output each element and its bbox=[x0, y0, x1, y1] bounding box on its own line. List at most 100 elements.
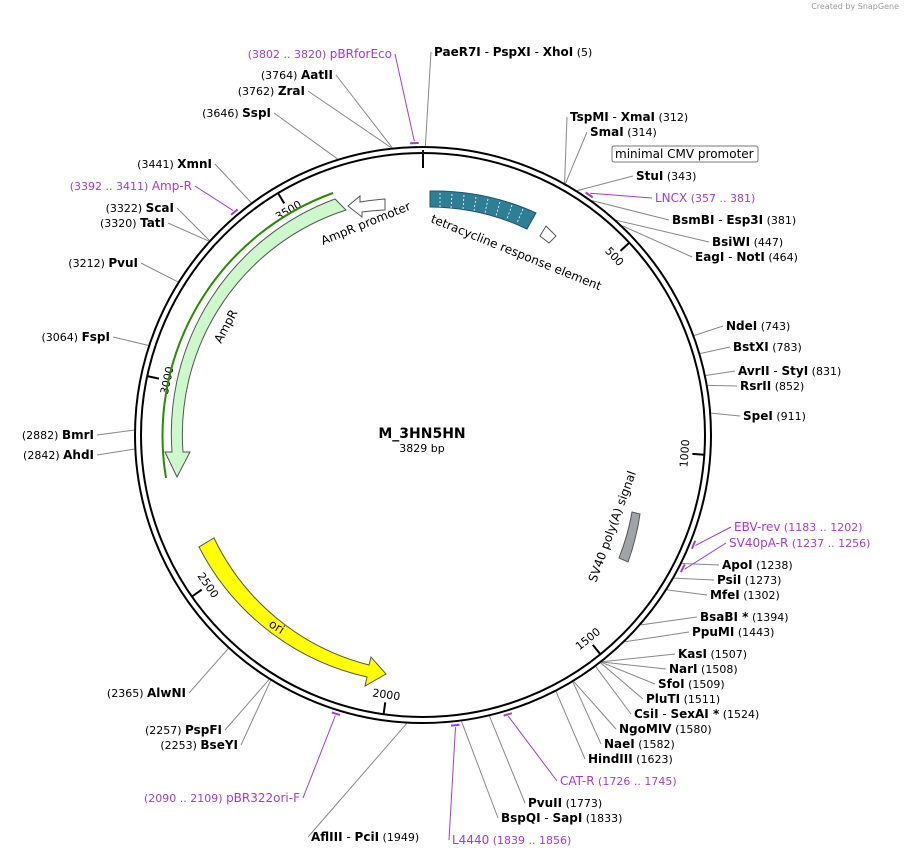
site-label[interactable]: BspQI - SapI (1833) bbox=[501, 811, 622, 825]
site-leader bbox=[595, 666, 632, 715]
primer-label[interactable]: SV40pA-R (1237 .. 1256) bbox=[729, 536, 870, 550]
primer-label[interactable]: L4440 (1839 .. 1856) bbox=[452, 833, 571, 847]
site-leader bbox=[489, 716, 526, 804]
site-label[interactable]: SfoI (1509) bbox=[658, 677, 725, 691]
site-label[interactable]: (2882) BmrI bbox=[22, 428, 94, 442]
primer-leader bbox=[394, 53, 415, 142]
cmv-callout: minimal CMV promoter bbox=[611, 145, 759, 163]
site-leader bbox=[307, 90, 392, 149]
feature-labels: AmpR promoter tetracycline response elem… bbox=[211, 199, 639, 637]
feature-sv40-polya[interactable] bbox=[618, 511, 641, 563]
site-label[interactable]: (2257) PspFI bbox=[145, 723, 222, 737]
site-label[interactable]: HindIII (1623) bbox=[588, 752, 673, 766]
site-leader bbox=[681, 562, 720, 566]
site-label[interactable]: ApoI (1238) bbox=[722, 558, 793, 572]
site-label[interactable]: BsaBI * (1394) bbox=[700, 610, 789, 624]
primer-label[interactable]: (3392 .. 3411) Amp-R bbox=[70, 179, 192, 193]
tick-mark bbox=[619, 241, 630, 252]
site-label[interactable]: (3320) TatI bbox=[100, 216, 165, 230]
site-label[interactable]: PluTI (1511) bbox=[646, 692, 720, 706]
feature-tre[interactable] bbox=[429, 190, 537, 230]
site-leader bbox=[214, 163, 252, 203]
site-leader bbox=[240, 680, 272, 746]
site-leader bbox=[577, 175, 634, 192]
site-label[interactable]: BstXI (783) bbox=[733, 340, 802, 354]
primer-label[interactable]: LNCX (357 .. 381) bbox=[655, 191, 755, 205]
site-leader bbox=[96, 448, 135, 456]
site-label[interactable]: CsiI - SexAI * (1524) bbox=[634, 707, 759, 721]
site-leader bbox=[167, 222, 209, 242]
site-leader bbox=[666, 589, 708, 596]
tick-mark bbox=[191, 588, 203, 598]
site-label[interactable]: (3646) SspI bbox=[202, 106, 271, 120]
site-label[interactable]: BsmBI - Esp3I (381) bbox=[672, 213, 796, 227]
site-leader bbox=[176, 207, 210, 241]
plasmid-name: M_3HN5HN bbox=[378, 426, 465, 442]
site-label[interactable]: (2842) AhdI bbox=[23, 448, 94, 462]
feature-ampr-promoter[interactable] bbox=[347, 194, 386, 219]
site-leader bbox=[622, 225, 693, 258]
primer-marks bbox=[230, 142, 697, 727]
site-label[interactable]: StuI (343) bbox=[636, 169, 696, 183]
feature-ampr[interactable] bbox=[164, 198, 347, 479]
site-label[interactable]: (3762) ZraI bbox=[238, 84, 305, 98]
site-leader bbox=[674, 577, 715, 581]
primer-leader bbox=[194, 185, 234, 211]
primer-leader bbox=[695, 526, 732, 546]
site-label[interactable]: (3322) ScaI bbox=[106, 201, 174, 215]
site-label[interactable]: AflIII - PciI (1949) bbox=[311, 830, 419, 844]
site-label[interactable]: MfeI (1302) bbox=[710, 588, 780, 602]
primer-label[interactable]: EBV-rev (1183 .. 1202) bbox=[734, 520, 863, 534]
tick-mark bbox=[277, 192, 286, 204]
site-label[interactable]: (2253) BseYI bbox=[160, 738, 238, 752]
site-leader bbox=[601, 661, 667, 670]
site-label[interactable]: PpuMI (1443) bbox=[692, 625, 774, 639]
site-leader bbox=[694, 325, 724, 336]
site-label[interactable]: SpeI (911) bbox=[743, 409, 806, 423]
primer-leader bbox=[590, 192, 653, 199]
primer-leader bbox=[448, 727, 456, 841]
feature-tre-stripes bbox=[439, 193, 524, 224]
site-label[interactable]: (3764) AatII bbox=[261, 68, 333, 82]
site-label[interactable]: (3441) XmnI bbox=[137, 157, 212, 171]
label-cmv-promoter: minimal CMV promoter bbox=[615, 147, 754, 161]
primer-mark bbox=[450, 723, 460, 727]
tick-mark bbox=[147, 375, 160, 380]
primer-label[interactable]: (3802 .. 3820) pBRforEco bbox=[248, 47, 392, 61]
site-label[interactable]: TspMI - XmaI (312) bbox=[570, 110, 688, 124]
site-label[interactable]: KasI (1507) bbox=[678, 647, 747, 661]
site-label[interactable]: (2365) AlwNI bbox=[107, 686, 186, 700]
site-label[interactable]: RsrII (852) bbox=[740, 379, 804, 393]
site-label[interactable]: PvuII (1773) bbox=[528, 796, 602, 810]
site-leader bbox=[112, 336, 149, 346]
site-label[interactable]: SmaI (314) bbox=[590, 125, 657, 139]
primer-label[interactable]: CAT-R (1726 .. 1745) bbox=[560, 774, 677, 788]
site-label[interactable]: (3064) FspI bbox=[42, 330, 110, 344]
site-label[interactable]: NdeI (743) bbox=[726, 319, 790, 333]
site-label[interactable]: AvrII - StyI (831) bbox=[738, 364, 841, 378]
site-label[interactable]: BsiWI (447) bbox=[712, 235, 783, 249]
feature-cmv-promoter[interactable] bbox=[539, 225, 557, 244]
tick-label: 2000 bbox=[372, 687, 402, 704]
site-leader bbox=[555, 691, 586, 760]
site-leader bbox=[640, 616, 698, 626]
plasmid-length: 3829 bp bbox=[399, 442, 444, 455]
site-label[interactable]: EagI - NotI (464) bbox=[695, 250, 798, 264]
site-leader bbox=[711, 412, 741, 417]
site-label[interactable]: NarI (1508) bbox=[669, 662, 738, 676]
tick-mark bbox=[592, 644, 602, 655]
primer-label[interactable]: (2090 .. 2109) pBR322ori-F bbox=[144, 791, 300, 805]
site-leader bbox=[307, 723, 408, 838]
feature-ampr-outline bbox=[161, 192, 334, 479]
site-leader bbox=[700, 346, 731, 354]
site-label[interactable]: PsiI (1273) bbox=[717, 573, 781, 587]
tick-mark bbox=[382, 702, 387, 715]
primer-mark bbox=[331, 711, 341, 716]
site-label[interactable]: NgoMIV (1580) bbox=[619, 722, 712, 736]
site-label[interactable]: NaeI (1582) bbox=[604, 737, 675, 751]
site-label[interactable]: (3212) PvuI bbox=[68, 256, 138, 270]
feature-ori[interactable] bbox=[198, 537, 387, 687]
site-label[interactable]: PaeR7I - PspXI - XhoI (5) bbox=[434, 45, 592, 59]
site-leader bbox=[140, 262, 179, 283]
